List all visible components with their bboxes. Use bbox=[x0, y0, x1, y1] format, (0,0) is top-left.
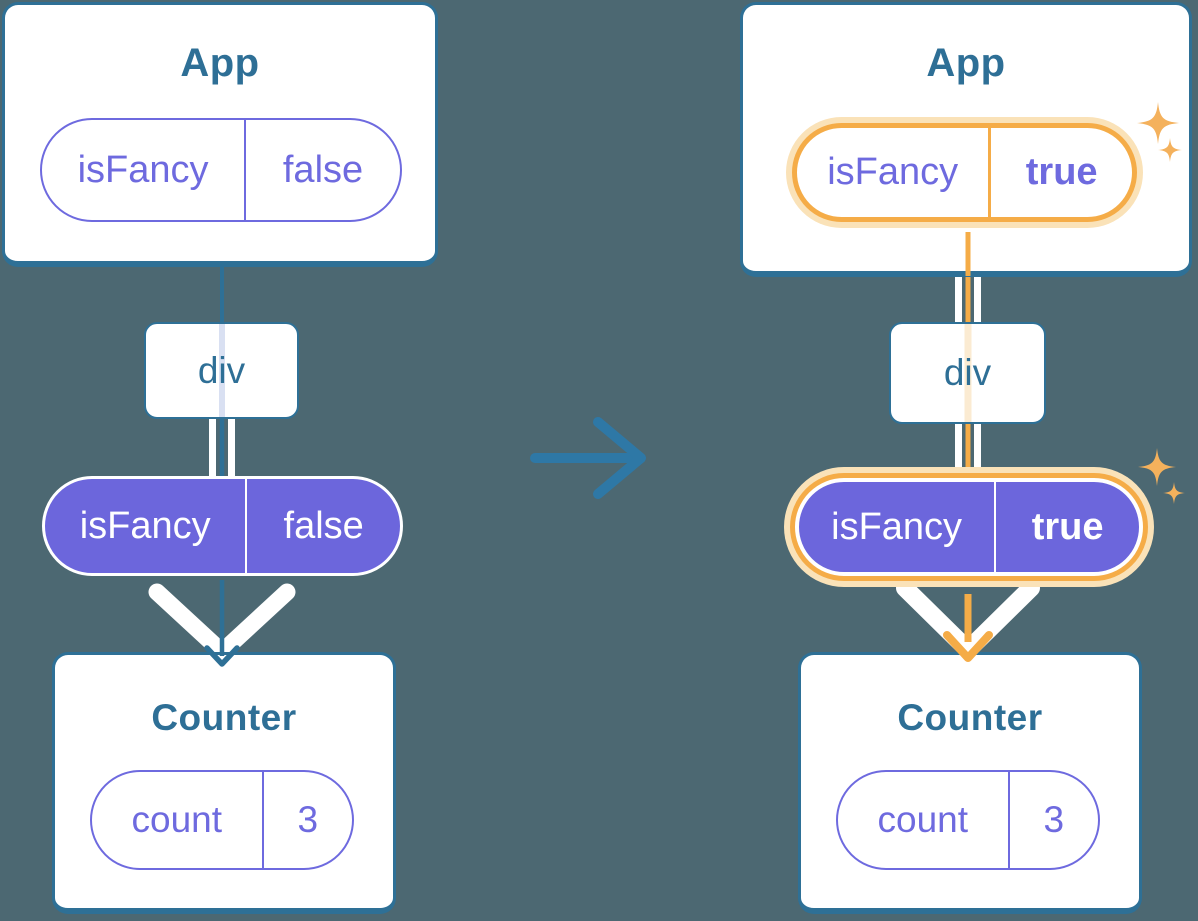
prop-flow-line bbox=[218, 324, 225, 417]
state-name-label: count bbox=[92, 772, 264, 868]
div-box-right: div bbox=[889, 322, 1046, 424]
counter-card-right: Counter count 3 bbox=[798, 652, 1142, 914]
transition-arrow-icon bbox=[530, 417, 646, 499]
white-pipe-right-upper bbox=[955, 272, 981, 328]
chevron-arrow-icon bbox=[896, 579, 1040, 659]
passed-prop-pill-left: isFancy false bbox=[42, 476, 403, 576]
sparkle-icon bbox=[1138, 448, 1176, 486]
app-card-right: App isFancy true bbox=[740, 2, 1192, 277]
prop-name-label: isFancy bbox=[799, 482, 997, 572]
app-prop-pill: isFancy false bbox=[40, 118, 402, 222]
counter-card-left: Counter count 3 bbox=[52, 652, 396, 914]
counter-title: Counter bbox=[151, 697, 297, 738]
prop-value-label: false bbox=[282, 148, 364, 191]
app-prop-pill-highlighted: isFancy true bbox=[792, 123, 1137, 222]
sparkle-icon bbox=[1163, 482, 1185, 504]
state-value-label: 3 bbox=[297, 799, 319, 840]
prop-name-label: isFancy bbox=[45, 479, 248, 573]
prop-value-label: false bbox=[283, 504, 364, 547]
prop-value-label: true bbox=[1031, 505, 1104, 548]
white-pipe-left bbox=[209, 414, 235, 482]
counter-title: Counter bbox=[897, 697, 1043, 738]
app-title: App bbox=[180, 41, 260, 85]
chevron-arrow-icon bbox=[148, 583, 296, 661]
app-card-left: App isFancy false bbox=[2, 2, 438, 267]
div-label: div bbox=[197, 349, 246, 391]
counter-state-pill: count 3 bbox=[90, 770, 354, 870]
div-box-left: div bbox=[144, 322, 299, 419]
prop-flow-line bbox=[964, 324, 971, 422]
passed-prop-pill-right-highlighted: isFancy true bbox=[795, 478, 1143, 576]
app-title: App bbox=[926, 41, 1006, 85]
white-pipe-right-lower bbox=[955, 420, 981, 484]
state-value-label: 3 bbox=[1043, 799, 1065, 840]
div-label: div bbox=[943, 352, 992, 393]
prop-name-label: isFancy bbox=[42, 120, 247, 220]
prop-value-label: true bbox=[1025, 151, 1098, 193]
counter-state-pill: count 3 bbox=[836, 770, 1100, 870]
prop-name-label: isFancy bbox=[797, 128, 992, 217]
state-name-label: count bbox=[838, 772, 1010, 868]
